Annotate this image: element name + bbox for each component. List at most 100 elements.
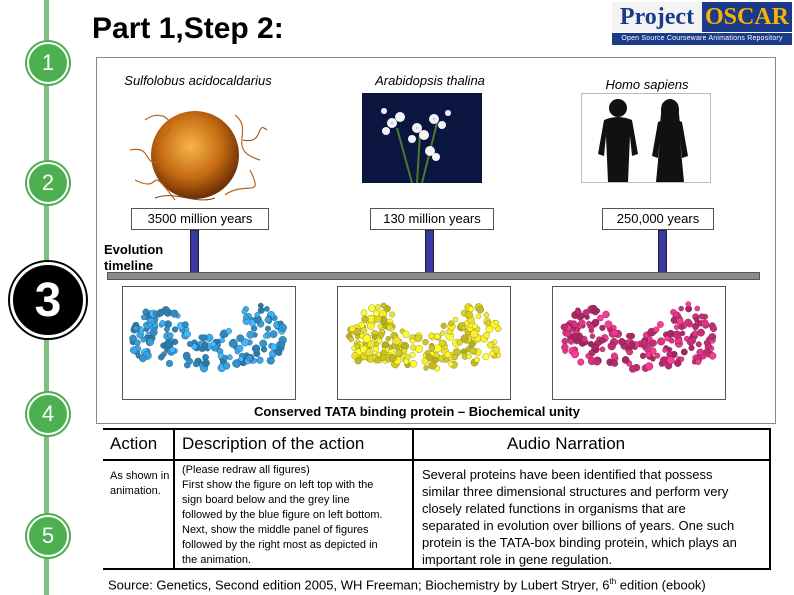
narration-cell-text: Several proteins have been identified th… bbox=[422, 466, 768, 568]
protein-atom bbox=[694, 317, 700, 323]
protein-atom bbox=[360, 327, 368, 334]
protein-atom bbox=[703, 340, 709, 346]
logo-tagline: Open Source Courseware Animations Reposi… bbox=[612, 33, 792, 45]
protein-atom bbox=[410, 344, 417, 351]
narration-line: Several proteins have been identified th… bbox=[422, 467, 713, 482]
step-3-button-active[interactable]: 3 bbox=[10, 262, 86, 338]
protein-atom bbox=[485, 325, 494, 333]
protein-atom bbox=[278, 341, 286, 348]
protein-atom bbox=[486, 341, 494, 349]
protein-atom bbox=[599, 346, 606, 353]
step-1-button[interactable]: 1 bbox=[27, 42, 69, 84]
protein-atom bbox=[403, 358, 410, 365]
protein-atom bbox=[354, 357, 362, 365]
evolution-label-line2: timeline bbox=[104, 258, 154, 273]
protein-atom bbox=[134, 339, 141, 347]
step-2-label: 2 bbox=[41, 170, 55, 195]
protein-atom bbox=[149, 328, 158, 337]
protein-atom bbox=[563, 329, 572, 338]
arabidopsis-image bbox=[362, 93, 482, 183]
protein-atom bbox=[373, 346, 380, 353]
protein-atom bbox=[676, 317, 684, 325]
protein-atom bbox=[381, 341, 389, 349]
protein-atom bbox=[694, 358, 702, 366]
protein-panel-magenta bbox=[552, 286, 726, 400]
protein-atom bbox=[685, 301, 692, 307]
evolution-timeline-bar bbox=[107, 272, 760, 280]
protein-atom bbox=[164, 326, 170, 333]
table-top-border bbox=[103, 428, 771, 430]
conserved-caption: Conserved TATA binding protein – Biochem… bbox=[254, 404, 580, 419]
step-4-button[interactable]: 4 bbox=[27, 393, 69, 435]
protein-atom bbox=[139, 354, 147, 363]
years-label-homo-sapiens: 250,000 years bbox=[602, 208, 714, 230]
protein-atom bbox=[432, 357, 439, 364]
protein-atom bbox=[448, 320, 455, 327]
homo-sapiens-image bbox=[581, 93, 711, 183]
source-citation: Source: Genetics, Second edition 2005, W… bbox=[108, 577, 706, 592]
timeline-marker-arabidopsis bbox=[425, 230, 434, 275]
protein-atom bbox=[169, 346, 176, 354]
protein-atom bbox=[392, 336, 401, 346]
table-right-border bbox=[769, 428, 771, 570]
protein-atom bbox=[225, 327, 232, 335]
protein-atom bbox=[647, 335, 653, 342]
protein-atom bbox=[575, 308, 582, 316]
protein-atom bbox=[186, 341, 193, 348]
protein-atom bbox=[388, 354, 397, 362]
page-title: Part 1,Step 2: bbox=[92, 12, 284, 45]
protein-atom bbox=[561, 337, 569, 345]
evolution-label-line1: Evolution bbox=[104, 242, 164, 257]
protein-atom bbox=[639, 352, 647, 359]
description-line: sign board below and the grey line bbox=[182, 494, 350, 506]
protein-atom bbox=[610, 352, 618, 360]
evolution-timeline-label: Evolution timeline bbox=[104, 242, 163, 274]
protein-atom bbox=[560, 323, 568, 331]
protein-atom bbox=[146, 338, 155, 346]
protein-atom bbox=[694, 305, 701, 312]
protein-atom bbox=[668, 337, 675, 344]
step-2-button[interactable]: 2 bbox=[27, 162, 69, 204]
table-header-divider bbox=[103, 459, 771, 461]
archaea-image bbox=[125, 100, 270, 208]
protein-atom bbox=[588, 349, 595, 356]
protein-atom bbox=[628, 341, 636, 349]
protein-atom bbox=[349, 325, 356, 333]
protein-atom bbox=[201, 334, 208, 341]
step-5-button[interactable]: 5 bbox=[27, 515, 69, 557]
protein-atom bbox=[140, 314, 147, 321]
protein-atom bbox=[476, 305, 484, 314]
protein-atom bbox=[654, 352, 661, 359]
protein-atom bbox=[444, 351, 452, 358]
protein-atom bbox=[700, 319, 709, 328]
protein-atom bbox=[165, 359, 174, 368]
protein-atom bbox=[130, 346, 138, 354]
protein-atom bbox=[159, 320, 166, 326]
protein-atom bbox=[571, 333, 578, 340]
protein-atom bbox=[222, 354, 228, 361]
protein-atom bbox=[163, 339, 173, 349]
protein-atom bbox=[470, 329, 479, 338]
protein-atom bbox=[362, 334, 372, 343]
protein-atom bbox=[438, 339, 446, 347]
protein-atom bbox=[269, 330, 278, 338]
tata-protein-magenta-image bbox=[560, 301, 717, 373]
protein-atom bbox=[657, 321, 664, 328]
protein-atom bbox=[482, 353, 490, 361]
protein-atom bbox=[645, 351, 652, 358]
description-line: followed by the right most as depicted i… bbox=[182, 539, 378, 551]
years-label-sulfolobus: 3500 million years bbox=[131, 208, 269, 230]
protein-atom bbox=[371, 334, 378, 341]
protein-atom bbox=[409, 351, 416, 358]
protein-atom bbox=[485, 320, 492, 327]
protein-atom bbox=[259, 339, 268, 348]
tata-protein-blue-image bbox=[129, 302, 287, 373]
description-line: the animation. bbox=[182, 554, 252, 566]
protein-atom bbox=[246, 330, 255, 339]
protein-atom bbox=[708, 333, 717, 341]
protein-atom bbox=[696, 348, 705, 357]
protein-atom bbox=[158, 353, 165, 360]
protein-atom bbox=[252, 344, 261, 353]
protein-atom bbox=[409, 360, 418, 368]
protein-atom bbox=[597, 314, 604, 322]
